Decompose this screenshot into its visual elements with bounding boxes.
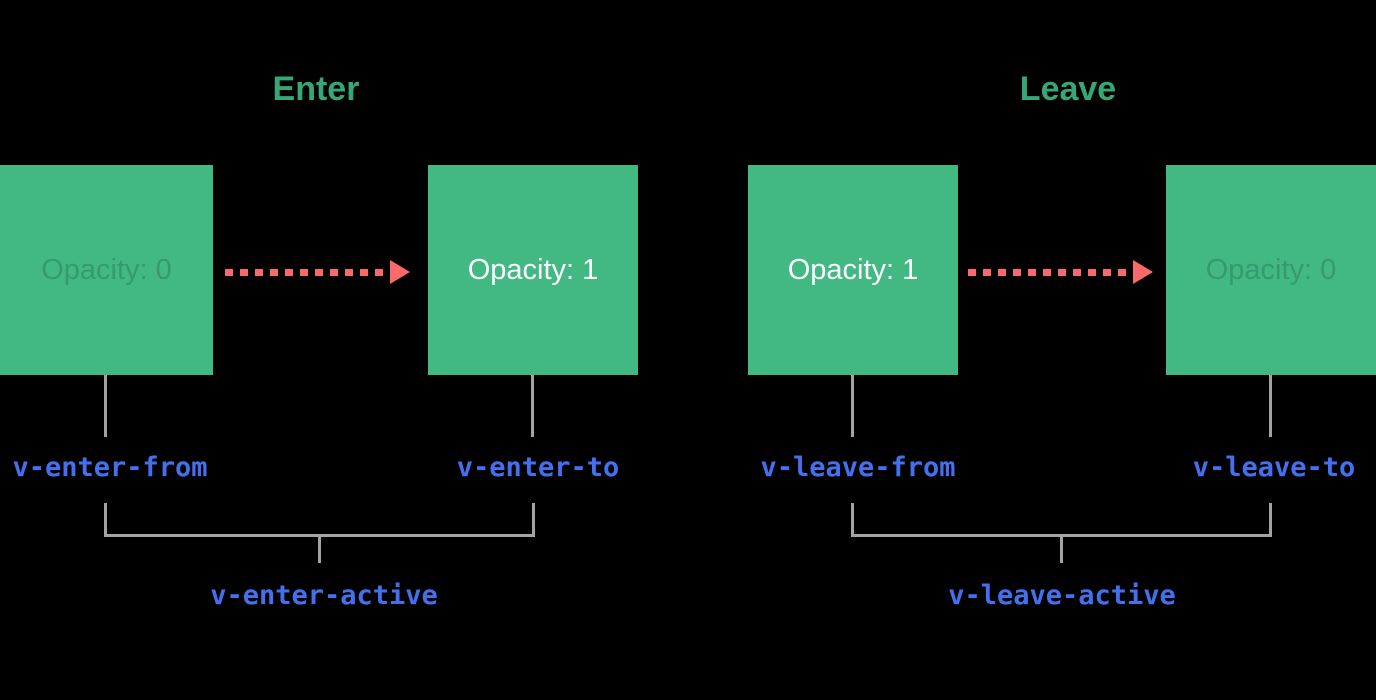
leave-to-connector-line xyxy=(1269,375,1272,437)
enter-active-class-label: v-enter-active xyxy=(210,580,438,611)
leave-active-bracket xyxy=(851,503,1272,537)
enter-from-connector-line xyxy=(104,375,107,437)
leave-active-class-label: v-leave-active xyxy=(948,580,1176,611)
leave-active-bracket-stem xyxy=(1060,537,1063,563)
leave-to-box-label: Opacity: 0 xyxy=(1205,253,1337,286)
enter-from-box-label: Opacity: 0 xyxy=(41,253,172,286)
leave-from-box-label: Opacity: 1 xyxy=(787,253,919,286)
enter-to-box-label: Opacity: 1 xyxy=(467,253,599,286)
leave-section-title: Leave xyxy=(1019,70,1117,108)
arrowhead-icon xyxy=(1133,260,1153,284)
enter-to-connector-line xyxy=(531,375,534,437)
enter-active-bracket xyxy=(104,503,535,537)
enter-section-title: Enter xyxy=(272,70,360,108)
leave-to-class-label: v-leave-to xyxy=(1192,452,1356,483)
enter-to-box: Opacity: 1 xyxy=(428,165,638,375)
enter-active-bracket-stem xyxy=(318,537,321,563)
enter-transition-arrow xyxy=(225,260,410,284)
leave-from-connector-line xyxy=(851,375,854,437)
leave-from-class-label: v-leave-from xyxy=(760,452,956,483)
enter-to-class-label: v-enter-to xyxy=(456,452,620,483)
leave-to-box: Opacity: 0 xyxy=(1166,165,1376,375)
dashed-line xyxy=(968,268,1135,276)
enter-from-box: Opacity: 0 xyxy=(0,165,213,375)
leave-from-box: Opacity: 1 xyxy=(748,165,958,375)
enter-from-class-label: v-enter-from xyxy=(12,452,208,483)
leave-transition-arrow xyxy=(968,260,1153,284)
dashed-line xyxy=(225,268,392,276)
arrowhead-icon xyxy=(390,260,410,284)
